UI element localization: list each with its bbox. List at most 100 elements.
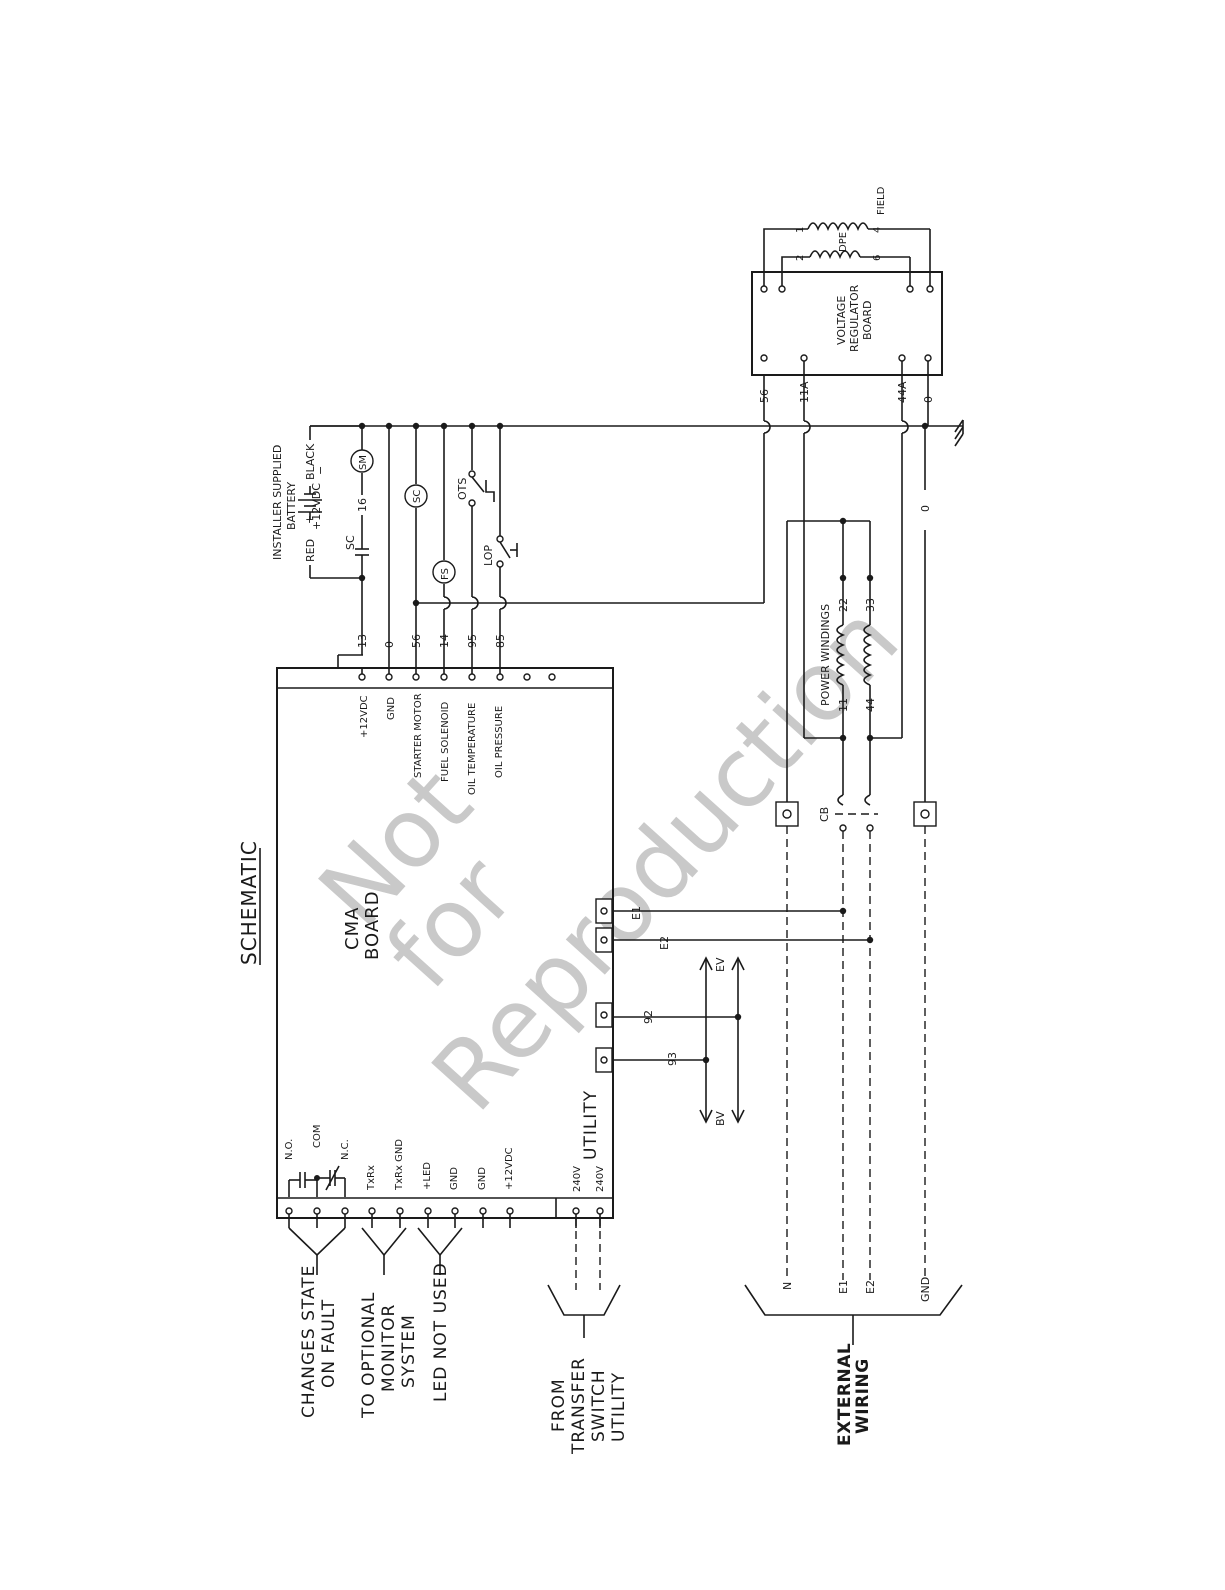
terminal-label-oil-temperature: OIL TEMPERATURE [467, 703, 478, 795]
terminal-label-starter-motor: STARTER MOTOR [413, 693, 424, 778]
top-terminal-screw [496, 673, 504, 681]
fault-relay-label-2: ON FAULT [319, 1299, 339, 1388]
watermark-line-3: Reproduction [411, 584, 920, 1132]
external-terminal-gnd: GND [919, 1277, 932, 1302]
bottom-terminal-screw [285, 1207, 293, 1215]
terminal-label-oil-pressure: OIL PRESSURE [494, 706, 505, 778]
top-terminal-screw [358, 673, 366, 681]
terminal-label-led: +LED [422, 1162, 433, 1190]
sense-leads: E1 E2 [595, 826, 926, 1280]
top-terminal-screw [440, 673, 448, 681]
bottom-terminal-strip: N.O. COM N.C. TxRx TxRx GND +LED GND GND… [284, 1125, 606, 1228]
terminal-label-com: COM [312, 1125, 323, 1148]
external-terminal-e1: E1 [837, 1280, 850, 1294]
cma-board-name: CMA [342, 907, 363, 950]
wire-14-label: 14 [438, 634, 451, 648]
starter-motor-symbol: SM [358, 455, 369, 470]
monitor-label-3: SYSTEM [399, 1314, 419, 1388]
wire-0-label: 0 [383, 641, 396, 648]
field-winding-label: FIELD [876, 186, 887, 215]
external-terminal-n: N [781, 1282, 794, 1290]
terminal-label-txrx: TxRx [366, 1165, 377, 1191]
cma-board-name-2: BOARD [362, 890, 383, 960]
battery-red-lead: RED [304, 539, 317, 562]
battery-supplier-label: INSTALLER SUPPLIED [271, 445, 284, 560]
bottom-terminal-screw [368, 1207, 376, 1215]
regulator-label-line2: REGULATOR [848, 284, 861, 352]
external-wiring-label-2: WIRING [853, 1358, 873, 1434]
regulator-feeds: 11A 44A 0 0 [798, 361, 935, 802]
led-not-used-label: LED NOT USED [431, 1262, 451, 1402]
terminal-label-no: N.O. [284, 1139, 295, 1160]
wire-85-label: 85 [494, 634, 507, 648]
winding-11-label: 11 [837, 698, 850, 712]
power-windings: POWER WINDINGS 22 11 33 44 CB [775, 517, 937, 832]
wire-93-label: 93 [666, 1052, 679, 1066]
terminal-label-fuel-solenoid: FUEL SOLENOID [440, 701, 451, 782]
sc-contact-label: SC [344, 535, 357, 550]
wire-16-label: 16 [356, 498, 369, 512]
circuit-breaker-label: CB [818, 807, 831, 822]
starter-contactor-coil: SC [412, 490, 423, 503]
terminal-label-gnd-1: GND [449, 1167, 460, 1190]
sensor-circuits: 0 SC 56 FS 14 OTS 95 LOP [383, 375, 771, 668]
bottom-terminal-screw [396, 1207, 404, 1215]
bottom-terminal-screw [341, 1207, 349, 1215]
transfer-switch-label-1: FROM [549, 1378, 569, 1432]
dpe-winding-label: DPE [838, 232, 849, 252]
terminal-label-240v-2: 240V [595, 1166, 606, 1192]
voltage-regulator-board: VOLTAGE REGULATOR BOARD DPE FIELD 1 2 6 … [751, 186, 943, 376]
transfer-switch-label-4: UTILITY [609, 1372, 629, 1442]
regulator-label-line3: BOARD [861, 301, 874, 340]
wire-95-label: 95 [466, 634, 479, 648]
main-bus [310, 419, 964, 447]
monitor-label-1: TO OPTIONAL [359, 1292, 379, 1419]
bottom-terminal-screw [451, 1207, 459, 1215]
battery-minus-sign: − [314, 466, 327, 475]
monitor-label-2: MONITOR [379, 1304, 399, 1392]
terminal-label-txrx-gnd: TxRx GND [394, 1139, 405, 1191]
bottom-terminal-screw [572, 1207, 580, 1215]
e2-sense-label: E2 [658, 936, 671, 950]
wire-0-ground-label: 0 [919, 505, 932, 512]
field-pin-4: 4 [872, 227, 883, 233]
fuel-solenoid-symbol: FS [440, 568, 451, 580]
transfer-switch-label-3: SWITCH [589, 1369, 609, 1442]
battery-label: BATTERY [285, 482, 298, 530]
oil-temp-switch-label: OTS [456, 478, 469, 500]
wire-13-label: 13 [356, 634, 369, 648]
diagram-title: SCHEMATIC [237, 840, 261, 965]
terminal-label-gnd: GND [386, 697, 397, 720]
top-terminal-screw [548, 673, 556, 681]
winding-22-label: 22 [837, 598, 850, 612]
bottom-terminal-screw [596, 1207, 604, 1215]
wire-44a-label: 44A [896, 381, 909, 403]
battery-circuit: INSTALLER SUPPLIED BATTERY +12VDC RED BL… [271, 425, 374, 655]
utility-label: UTILITY [581, 1090, 601, 1160]
e1-sense-label: E1 [630, 906, 643, 920]
winding-33-label: 33 [864, 598, 877, 612]
dpe-pin-2: 2 [795, 255, 806, 261]
winding-44-label: 44 [864, 698, 877, 712]
terminal-label-gnd-2: GND [477, 1167, 488, 1190]
terminal-label-12vdc-bottom: +12VDC [504, 1147, 515, 1190]
dpe-pin-6: 6 [872, 255, 883, 261]
cma-board: CMA BOARD UTILITY [276, 667, 614, 1219]
top-terminal-strip: +12VDC GND STARTER MOTOR FUEL SOLENOID O… [337, 654, 556, 795]
oil-pressure-switch-label: LOP [482, 545, 495, 566]
top-terminal-screw [468, 673, 476, 681]
top-terminal-screw [523, 673, 531, 681]
wire-0-regulator-label: 0 [922, 396, 935, 403]
terminal-label-240v-1: 240V [572, 1166, 583, 1192]
side-annotations: CHANGES STATE ON FAULT TO OPTIONAL MONIT… [288, 1218, 629, 1455]
wire-56-regulator-label: 56 [758, 389, 771, 403]
wire-92-label: 92 [642, 1010, 655, 1024]
terminal-label-12vdc: +12VDC [359, 695, 370, 738]
external-wiring-label-1: EXTERNAL [835, 1343, 855, 1446]
bottom-terminal-screw [313, 1207, 321, 1215]
power-windings-label: POWER WINDINGS [819, 604, 832, 706]
bottom-terminal-screw [424, 1207, 432, 1215]
regulator-label-line1: VOLTAGE [835, 296, 848, 345]
ev-label: EV [714, 957, 727, 972]
